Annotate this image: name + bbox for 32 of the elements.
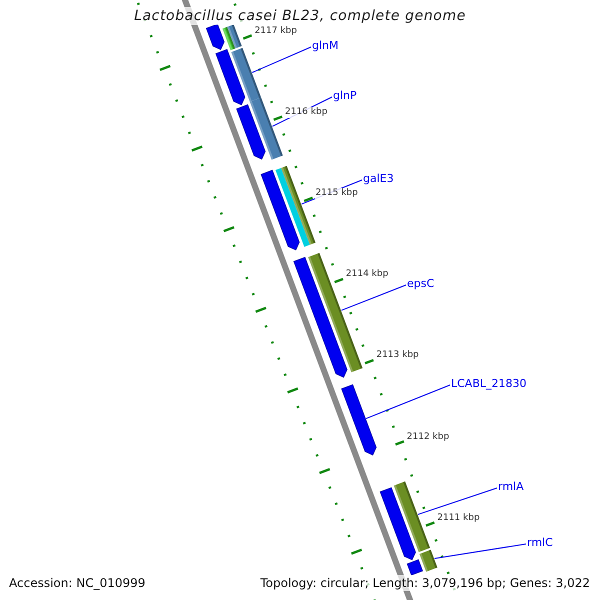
tick-label: 2117 kbp [254, 26, 297, 37]
tick-label: 2114 kbp [346, 269, 388, 280]
coding-sequence-bar [206, 24, 225, 50]
gene-feature-bar [275, 166, 316, 247]
tick-label: 2116 kbp [285, 106, 328, 118]
tick-label: 2115 kbp [315, 188, 358, 200]
footer-text: Topology: circular; Length: 3,079,196 bp; Genes: 3,022 [258, 575, 592, 591]
leader-line [434, 544, 526, 559]
leader-line [418, 488, 498, 515]
coding-sequence-bar [236, 104, 266, 160]
gene-label: glnM [312, 39, 339, 53]
coding-sequence-bar [380, 487, 416, 560]
footer-text: Accession: NC_010999 [7, 575, 148, 591]
tick-label: 2111 kbp [437, 512, 480, 524]
gene-label: galE3 [363, 172, 394, 186]
leader-line [252, 46, 312, 73]
gene-label: epsC [407, 277, 434, 291]
leader-line [340, 284, 406, 311]
gene-label: rmlC [527, 536, 553, 550]
gene-feature-bar [227, 24, 242, 48]
coding-sequence-bar [341, 384, 377, 456]
gene-feature-bar [222, 26, 236, 50]
coding-sequence-bar [260, 170, 300, 250]
gene-label: LCABL_21830 [451, 377, 527, 391]
tick-label: 2112 kbp [406, 432, 450, 443]
gene-feature-bar [419, 550, 438, 572]
coding-sequence-bar [293, 256, 348, 378]
gene-label: glnP [333, 89, 357, 103]
coding-sequence-bar [215, 49, 246, 106]
tick-label: 2113 kbp [376, 350, 419, 362]
gene-label: rmlA [498, 480, 524, 494]
leader-line [366, 384, 450, 420]
